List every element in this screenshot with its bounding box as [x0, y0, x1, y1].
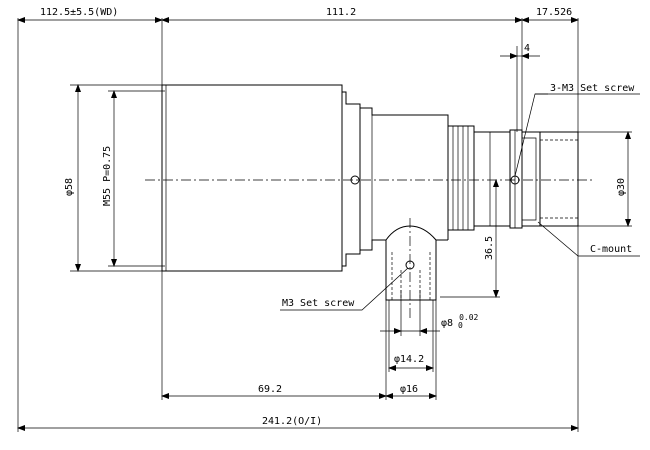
thread-m55-label: M55 P=0.75 — [102, 146, 113, 206]
set-screw-3-label: 3-M3 Set screw — [550, 83, 635, 94]
leader-lines — [280, 93, 640, 311]
dia-8-tol-lower: 0 — [458, 321, 463, 330]
dia-14-2-label: φ14.2 — [394, 354, 424, 365]
height-36-5-label: 36.5 — [484, 236, 495, 260]
dia-8-tol-upper: 0.02 — [459, 313, 478, 322]
dia-8-base: φ8 — [441, 318, 453, 329]
lens-body — [161, 84, 579, 301]
dia-30-label: φ30 — [616, 178, 627, 196]
length-body-label: 111.2 — [326, 7, 356, 18]
dia-58-label: φ58 — [64, 178, 75, 196]
dia-16-label: φ16 — [400, 384, 418, 395]
wd-label: 112.5±5.5(WD) — [40, 7, 118, 18]
dia-8-label: φ8 0.02 — [441, 313, 479, 329]
dim-4-label: 4 — [524, 43, 530, 54]
dim-69-2-label: 69.2 — [258, 384, 282, 395]
m3-set-screw-label: M3 Set screw — [282, 298, 355, 309]
dimension-texts: 112.5±5.5(WD) 111.2 17.526 4 3-M3 Set sc… — [40, 7, 635, 427]
total-length-label: 241.2(O/I) — [262, 416, 322, 427]
center-lines — [145, 179, 592, 318]
dimension-lines — [17, 17, 631, 431]
extension-lines — [17, 18, 632, 432]
c-mount-label: C-mount — [590, 244, 632, 255]
length-flange-label: 17.526 — [536, 7, 572, 18]
